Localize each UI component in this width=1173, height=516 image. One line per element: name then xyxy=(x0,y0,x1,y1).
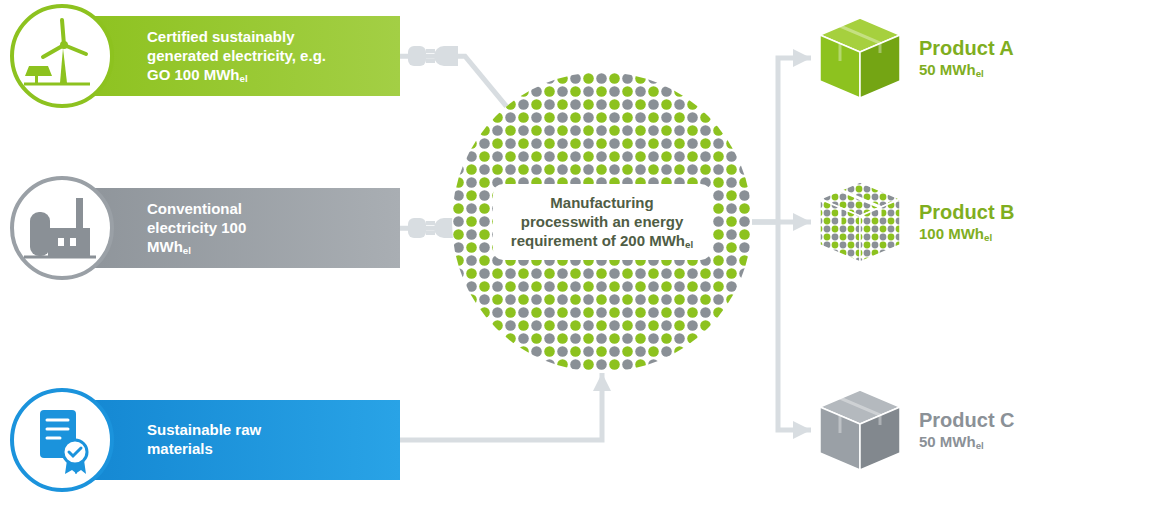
product-text: Product B100 MWhel xyxy=(919,200,1015,244)
product-box: Product A50 MWhel xyxy=(815,13,1014,103)
unit-subscript: el xyxy=(240,73,248,84)
flow-arrow xyxy=(400,373,602,440)
icon-layer xyxy=(0,0,140,516)
flow-arrow xyxy=(752,222,811,430)
cube-tape xyxy=(840,398,880,433)
input-label: Sustainable raw materials xyxy=(147,421,277,459)
unit-subscript: el xyxy=(685,239,693,250)
process-circle: Manufacturing processwith an energy requ… xyxy=(452,72,752,372)
energy-amount: 100 MWhel xyxy=(919,224,1015,244)
product-text: Product A50 MWhel xyxy=(919,36,1014,80)
product-text: Product C50 MWhel xyxy=(919,408,1015,452)
certificate-icon xyxy=(12,390,112,490)
flow-arrow xyxy=(752,58,811,222)
product-box: Product C50 MWhel xyxy=(815,385,1015,475)
input-label: Conventional electricity 100 MWhel xyxy=(147,200,272,256)
energy-amount: 50 MWhel xyxy=(919,60,1014,80)
input-band: Conventional electricity 100 MWhel xyxy=(75,188,400,268)
unit-subscript: el xyxy=(984,233,992,244)
product-name: Product B xyxy=(919,200,1015,224)
energy-amount: 50 MWhel xyxy=(919,432,1015,452)
product-cube xyxy=(820,182,900,262)
product-name: Product C xyxy=(919,408,1015,432)
product-cube xyxy=(820,390,900,470)
product-box: Product B100 MWhel xyxy=(815,177,1015,267)
wind-solar-icon xyxy=(12,6,112,106)
dotted-disc xyxy=(452,72,752,372)
input-band: Certified sustainably generated electric… xyxy=(75,16,400,96)
product-cube xyxy=(820,18,900,98)
process-label: Manufacturing processwith an energy requ… xyxy=(507,194,697,250)
process-label-box: Manufacturing processwith an energy requ… xyxy=(493,184,711,260)
unit-subscript: el xyxy=(976,441,984,452)
unit-subscript: el xyxy=(183,245,191,256)
product-icon xyxy=(815,13,905,103)
plug-symbol xyxy=(408,218,458,238)
product-name: Product A xyxy=(919,36,1014,60)
cube-tape xyxy=(840,190,880,225)
product-icon xyxy=(815,385,905,475)
power-plant-icon xyxy=(12,178,112,278)
product-icon xyxy=(815,177,905,267)
input-band: Sustainable raw materials xyxy=(75,400,400,480)
plug-symbol xyxy=(408,46,458,66)
unit-subscript: el xyxy=(976,69,984,80)
input-label: Certified sustainably generated electric… xyxy=(147,28,342,84)
cube-tape xyxy=(840,26,880,61)
